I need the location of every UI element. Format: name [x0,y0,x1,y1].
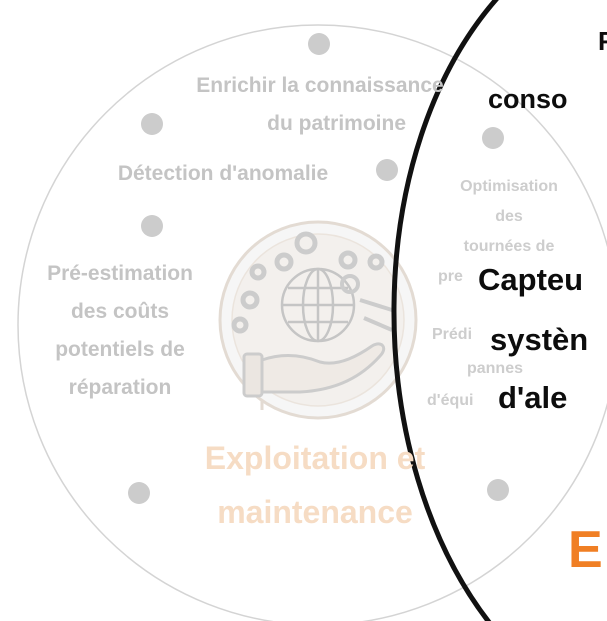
alerte-fragment: d'ale [498,380,568,415]
predi-fragment-label: Prédi [432,326,473,343]
des-label: des [495,208,523,225]
decorative-dots [128,33,509,504]
couts-label: des coûts [70,300,170,323]
dequi-fragment-label: d'équi [427,392,474,409]
capteur-fragment: Capteu [478,262,584,297]
dot [487,479,509,501]
section-title-line1: Exploitation et [204,440,426,476]
potentiels-label: potentiels de [55,338,185,361]
optimisation-label: Optimisation [460,178,558,195]
dot [376,159,398,181]
tournees-label: tournées de [463,238,555,255]
dot [128,482,150,504]
dot [482,127,504,149]
outer-circle [17,24,607,621]
section-title-line2: maintenance [217,494,413,530]
dot [141,113,163,135]
big-letter-fragment: E [568,521,603,579]
dot [308,33,330,55]
intersection-arc [391,0,500,621]
pre-fragment-label: pre [438,268,463,285]
pre-estimation-label: Pré-estimation [47,262,193,285]
patrimoine-label: du patrimoine [267,112,406,135]
enrichir-label: Enrichir la connaissance [196,74,444,97]
conso-fragment: conso [488,84,568,114]
globe-gears-hand-icon [218,220,418,420]
top-right-fragment: F [598,26,607,56]
systeme-fragment: systèn [490,322,589,357]
reparation-label: réparation [68,376,172,399]
pannes-label: pannes [466,360,523,377]
dot [141,215,163,237]
detection-label: Détection d'anomalie [117,162,329,185]
